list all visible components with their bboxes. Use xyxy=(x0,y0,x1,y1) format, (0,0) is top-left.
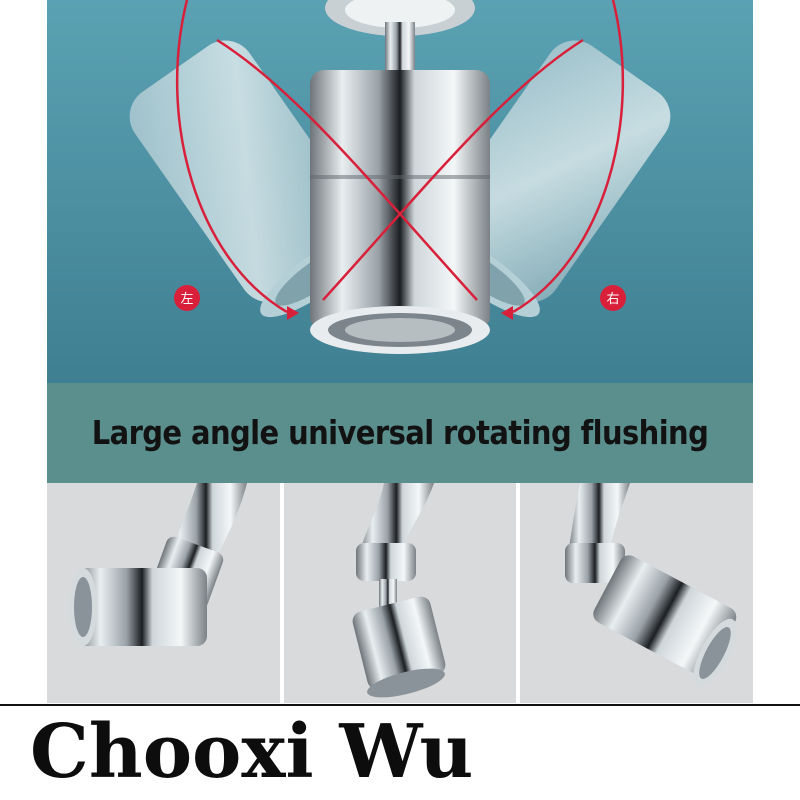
pose-panel-left xyxy=(47,483,280,703)
rotation-hero-image: 左 右 xyxy=(47,0,753,383)
pose-panel-right xyxy=(520,483,754,703)
brand-wordmark: Chooxi Wu xyxy=(30,709,474,795)
pose-panel-center xyxy=(283,483,517,703)
left-rotation-label: 左 xyxy=(180,292,193,307)
arrow-head-left-icon xyxy=(287,306,299,320)
faucet-rotation-illustration: 左 右 xyxy=(47,0,753,383)
faucet-pose-left-image xyxy=(69,483,247,646)
faucet-pose-right-image xyxy=(565,483,738,688)
main-aerator xyxy=(310,70,490,354)
brand-divider xyxy=(0,704,800,706)
pose-panels xyxy=(47,483,754,703)
arrow-head-right-icon xyxy=(501,306,513,320)
rotation-arrows xyxy=(175,0,625,314)
left-rotation-badge xyxy=(174,285,200,311)
feature-title: Large angle universal rotating flushing xyxy=(91,413,709,453)
feature-banner: Large angle universal rotating flushing xyxy=(47,383,753,483)
faucet-pose-down-image xyxy=(352,483,446,698)
brand-bar: Chooxi Wu xyxy=(0,704,800,800)
right-rotation-badge xyxy=(600,285,626,311)
right-rotation-label: 右 xyxy=(606,292,619,307)
